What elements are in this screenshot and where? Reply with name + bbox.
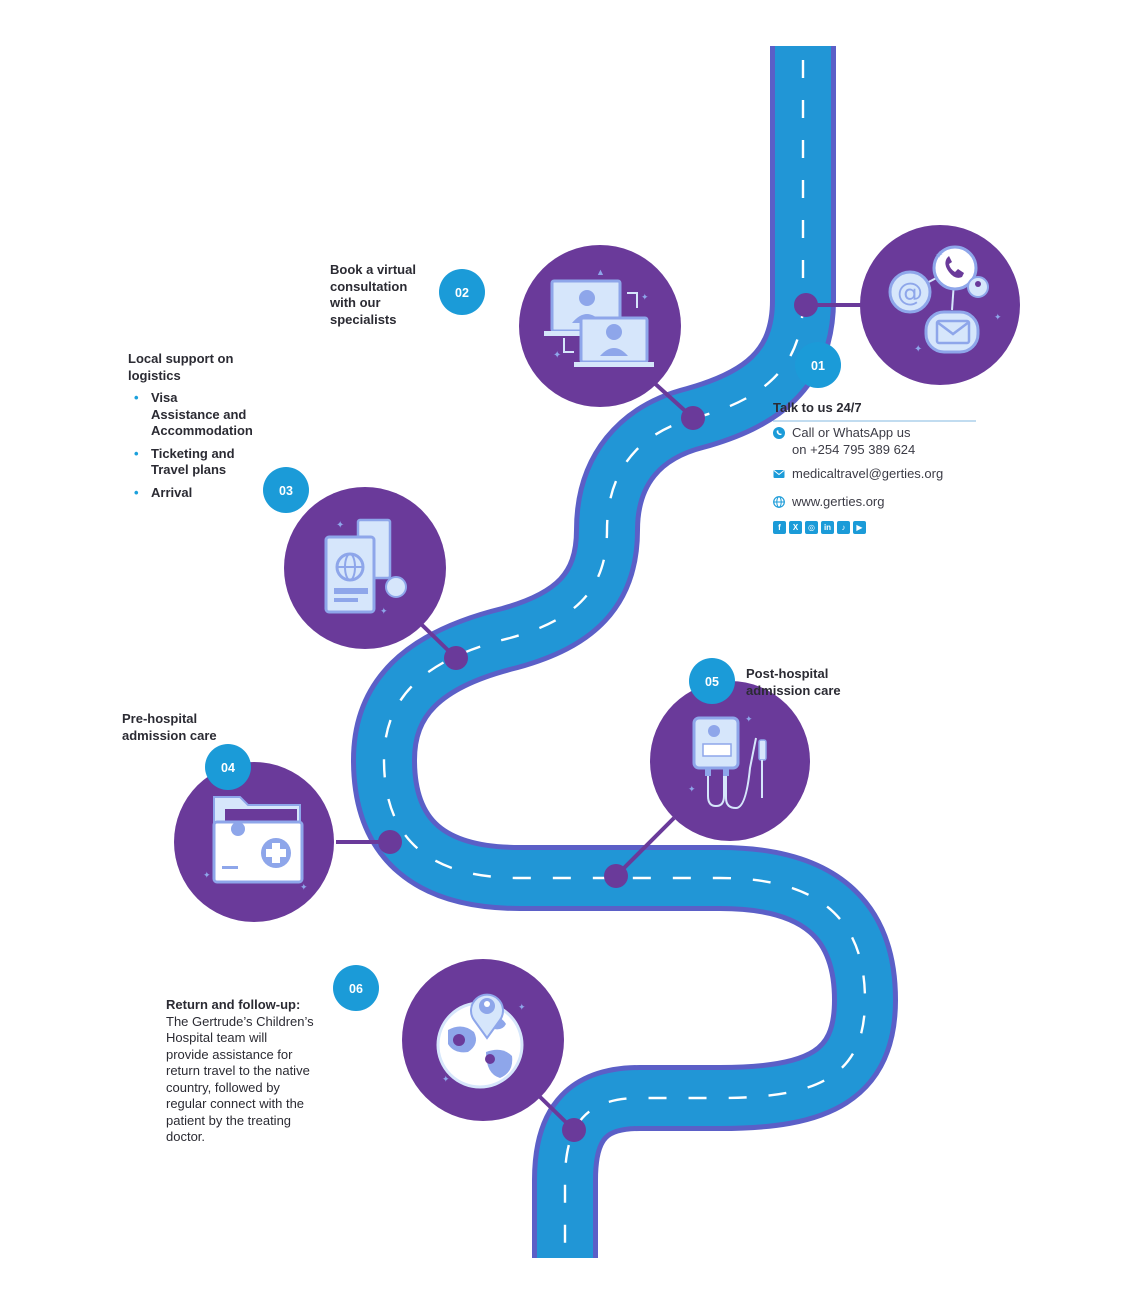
iv-drip-illustration: ✦ ✦	[650, 681, 810, 841]
svg-text:✦: ✦	[914, 344, 922, 355]
badge-04: 04	[221, 761, 235, 775]
svg-text:✦: ✦	[688, 784, 696, 794]
step-04-title: Pre-hospital admission care	[122, 711, 217, 743]
contact-heading: Talk to us 24/7	[773, 400, 862, 415]
linkedin-icon[interactable]: in	[821, 521, 834, 534]
list-item: Ticketing and Travel plans	[128, 446, 253, 479]
road-markers	[378, 293, 818, 1142]
badge-02: 02	[455, 286, 469, 300]
contact-illustration: @ ✦ ✦ ✦	[860, 225, 1020, 385]
passport-illustration: ✦ ✦	[284, 487, 446, 649]
svg-text:✦: ✦	[641, 292, 649, 302]
list-item: Arrival	[128, 485, 253, 502]
svg-text:✦: ✦	[442, 1074, 450, 1084]
x-icon[interactable]: X	[789, 521, 802, 534]
svg-text:✦: ✦	[203, 870, 211, 880]
contact-website[interactable]: www.gerties.org	[773, 494, 884, 511]
facebook-icon[interactable]: f	[773, 521, 786, 534]
step-02-title: Book a virtual consultation with our spe…	[330, 262, 416, 327]
badge-05: 05	[705, 675, 719, 689]
step-05-title: Post-hospital admission care	[746, 666, 841, 698]
svg-text:✦: ✦	[300, 882, 308, 892]
instagram-icon[interactable]: ◎	[805, 521, 818, 534]
svg-text:✦: ✦	[553, 350, 561, 361]
badge-06: 06	[349, 982, 363, 996]
road	[351, 40, 898, 1258]
logistics-list: Visa Assistance and Accommodation Ticket…	[128, 390, 253, 507]
svg-text:@: @	[897, 278, 923, 308]
tiktok-icon[interactable]: ♪	[837, 521, 850, 534]
globe-icon	[773, 496, 785, 508]
svg-text:▲: ▲	[596, 267, 605, 277]
contact-email[interactable]: medicaltravel@gerties.org	[773, 466, 943, 483]
contact-phone[interactable]: Call or WhatsApp us on +254 795 389 624	[773, 425, 915, 458]
svg-text:✦: ✦	[336, 520, 344, 531]
medical-folder-illustration: ✦ ✦	[174, 762, 334, 922]
list-item: Visa Assistance and Accommodation	[128, 390, 253, 440]
badge-03: 03	[279, 484, 293, 498]
svg-text:✦: ✦	[518, 1002, 526, 1012]
svg-text:✦: ✦	[745, 714, 753, 724]
consultation-illustration: ▲ ✦ ✦	[519, 245, 681, 407]
step-03-title: Local support on logistics	[128, 351, 234, 383]
badges: 01 02 03 04 05 06	[205, 269, 841, 1011]
globe-illustration: ✦ ✦	[402, 959, 564, 1121]
phone-icon	[773, 427, 785, 439]
svg-text:✦: ✦	[935, 250, 943, 261]
email-icon	[773, 470, 785, 478]
svg-text:✦: ✦	[994, 312, 1002, 322]
step-06-title: Return and follow-up:	[166, 997, 301, 1012]
svg-text:✦: ✦	[380, 606, 388, 616]
step-06-text: Return and follow-up: The Gertrude’s Chi…	[166, 997, 336, 1146]
social-icons: f X ◎ in ♪ ▶	[773, 521, 866, 534]
youtube-icon[interactable]: ▶	[853, 521, 866, 534]
badge-01: 01	[811, 359, 825, 373]
